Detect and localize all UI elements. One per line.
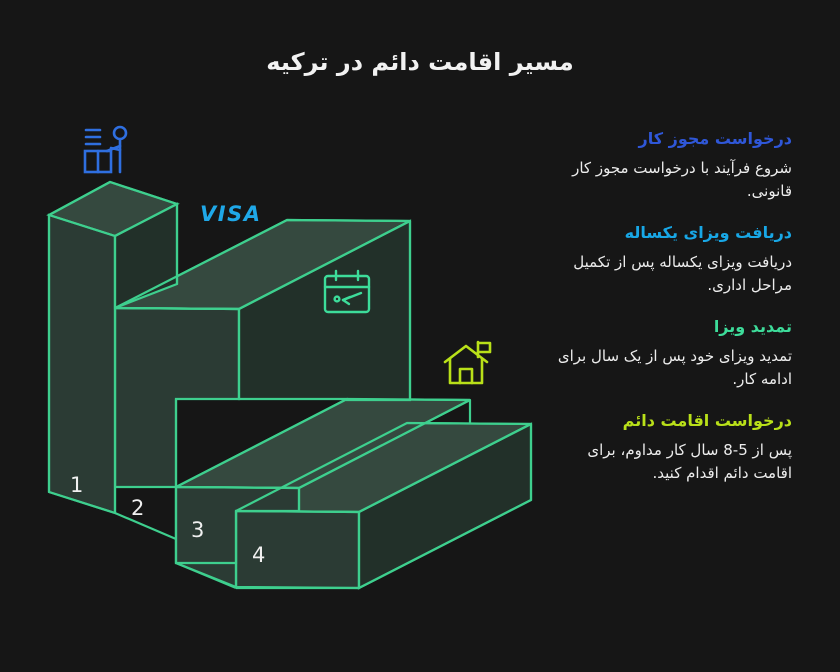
step-heading-3: تمدید ویزا (713, 317, 792, 337)
calendar-arrow-icon (319, 268, 375, 320)
step-number-2: 2 (131, 496, 145, 520)
visa-label: VISA (200, 202, 262, 226)
step-body-1: شروع فرآیند با درخواست مجوز کار قانونی. (572, 158, 792, 200)
step-heading-4: درخواست اقامت دائم (622, 411, 792, 431)
step-block-4: درخواست اقامت دائم پس از 5-8 سال کار مدا… (552, 410, 792, 485)
step1-front-face (47, 213, 117, 515)
page-title: مسیر اقامت دائم در ترکیه (266, 48, 574, 76)
step-block-1: درخواست مجوز کار شروع فرآیند با درخواست … (552, 128, 792, 203)
steps-text-column: درخواست مجوز کار شروع فرآیند با درخواست … (552, 128, 792, 485)
step-body-2: دریافت ویزای یکساله پس از تکمیل مراحل اد… (573, 252, 792, 294)
step-heading-2: دریافت ویزای یکساله (624, 223, 792, 243)
stairs-illustration: 1 2 3 4 VISA (46, 124, 533, 590)
step-number-3: 3 (191, 518, 205, 542)
worker-desk-icon (80, 124, 138, 180)
house-flag-icon (440, 338, 500, 394)
step-block-2: دریافت ویزای یکساله دریافت ویزای یکساله … (552, 222, 792, 297)
step-block-3: تمدید ویزا تمدید ویزای خود پس از یک سال … (552, 316, 792, 391)
step-heading-1: درخواست مجوز کار (638, 129, 792, 148)
staircase-edges (47, 180, 533, 590)
step-body-3: تمدید ویزای خود پس از یک سال برای ادامه … (557, 346, 792, 389)
step-number-1: 1 (70, 473, 84, 497)
step-body-4: پس از 5-8 سال کار مداوم، برای اقامت دائم… (587, 440, 792, 483)
step-number-4: 4 (252, 543, 266, 567)
isometric-staircase-graphic (46, 180, 533, 590)
